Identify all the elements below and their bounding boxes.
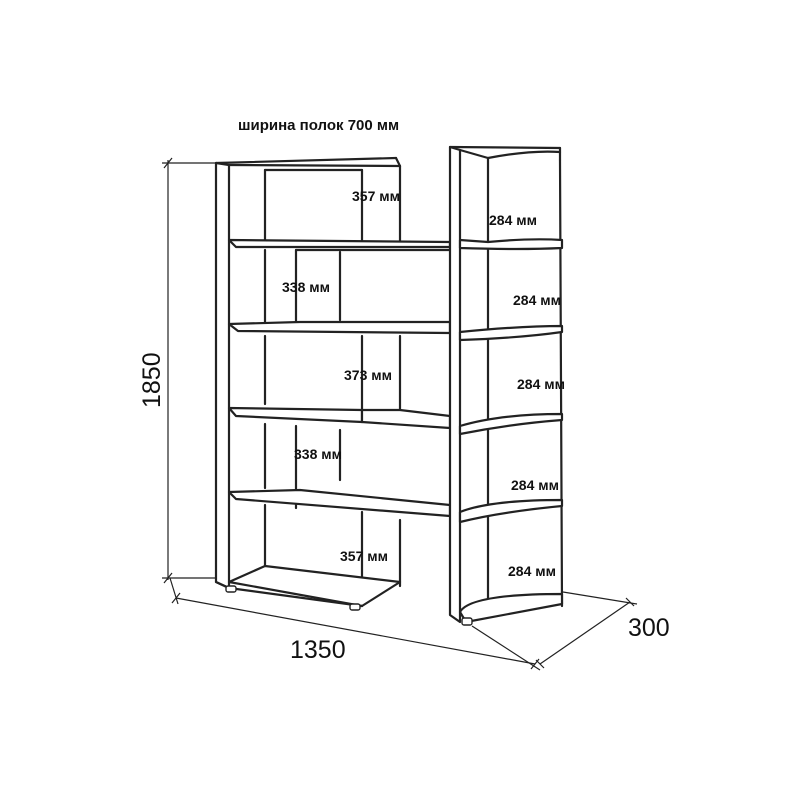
depth-tick-top: [625, 597, 635, 607]
corner-shelving-unit: [448, 145, 564, 626]
width-extension-left: [169, 577, 179, 605]
corner-shelf-2: [458, 324, 564, 342]
shelf-width-title: ширина полок 700 мм: [238, 117, 399, 134]
corner-label-2: 284 мм: [513, 292, 561, 308]
main-label-5: 357 мм: [340, 548, 388, 564]
main-base: [227, 564, 402, 608]
main-label-3: 373 мм: [344, 367, 392, 383]
width-extension-right: [471, 625, 541, 671]
width-dimension-line: [175, 597, 536, 665]
main-label-1: 357 мм: [352, 188, 400, 204]
main-label-2: 338 мм: [282, 279, 330, 295]
corner-shelf-1: [458, 238, 564, 251]
shelf-3-right: [360, 408, 452, 430]
shelf-3: [227, 406, 364, 424]
corner-foot: [461, 617, 473, 626]
corner-right-post: [558, 158, 564, 608]
main-label-4: 338 мм: [294, 446, 342, 462]
shelf-2: [227, 320, 452, 335]
main-foot-left: [225, 585, 237, 593]
corner-left-side-panel: [448, 145, 462, 624]
width-tick-right: [530, 658, 540, 670]
corner-shelf-3: [458, 412, 564, 436]
corner-base: [458, 592, 564, 624]
corner-top-inner-edge: [458, 148, 490, 160]
width-dimension: 1350: [169, 577, 541, 671]
depth-tick-bottom: [535, 659, 545, 669]
corner-shelf-4: [458, 498, 564, 524]
shelf-1: [227, 238, 452, 249]
corner-top-curve: [486, 150, 562, 160]
corner-top-edge: [448, 145, 562, 150]
main-shelving-unit: [214, 156, 452, 611]
height-tick-top: [163, 157, 173, 169]
width-tick-left: [171, 592, 181, 604]
shelf-4: [227, 488, 452, 518]
depth-dimension-line: [539, 601, 631, 665]
depth-extension-top: [562, 591, 638, 605]
height-tick-bottom: [163, 572, 173, 584]
main-base-front-edge: [227, 586, 364, 608]
main-top-front-edge: [227, 163, 402, 168]
height-value: 1850: [138, 352, 166, 408]
width-value: 1350: [290, 636, 346, 664]
main-foot-front: [349, 603, 361, 611]
corner-label-4: 284 мм: [511, 477, 559, 493]
depth-dimension: 300: [535, 591, 670, 669]
depth-value: 300: [628, 614, 670, 642]
corner-label-1: 284 мм: [489, 212, 537, 228]
main-left-side-panel: [214, 161, 231, 590]
corner-label-3: 284 мм: [517, 376, 565, 392]
main-top-right-edge: [394, 156, 402, 168]
corner-label-5: 284 мм: [508, 563, 556, 579]
height-dimension: 1850: [138, 157, 222, 584]
main-top-back-edge: [214, 156, 398, 165]
